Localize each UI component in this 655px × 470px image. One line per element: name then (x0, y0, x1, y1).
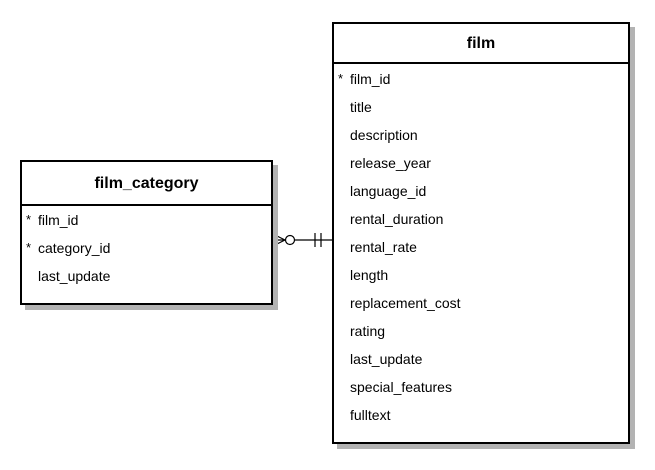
attribute-name: special_features (350, 379, 452, 395)
attribute-name: film_id (350, 71, 391, 87)
attribute-row: special_features (334, 373, 628, 401)
attribute-name: film_id (38, 212, 79, 228)
attribute-row: replacement_cost (334, 289, 628, 317)
film-table-title: film (334, 24, 628, 64)
attribute-name: replacement_cost (350, 295, 461, 311)
attribute-row: description (334, 121, 628, 149)
attribute-name: last_update (38, 268, 111, 284)
attribute-row: title (334, 93, 628, 121)
attribute-row: last_update (22, 262, 271, 290)
attribute-row: rating (334, 317, 628, 345)
attribute-row: last_update (334, 345, 628, 373)
attribute-name: rental_rate (350, 239, 417, 255)
film-table: film * film_id title description release… (332, 22, 630, 444)
attribute-row: release_year (334, 149, 628, 177)
attribute-name: description (350, 127, 418, 143)
exactly-one-icon (314, 233, 322, 247)
zero-optional-icon (284, 234, 296, 246)
crows-foot-many-icon (272, 233, 286, 247)
film-category-table-title: film_category (22, 162, 271, 206)
film-attribute-list: * film_id title description release_year… (334, 65, 628, 429)
attribute-name: fulltext (350, 407, 391, 423)
primary-key-marker: * (338, 71, 344, 86)
attribute-name: release_year (350, 155, 431, 171)
film-category-attribute-list: * film_id * category_id last_update (22, 206, 271, 290)
attribute-name: rating (350, 323, 386, 339)
attribute-name: rental_duration (350, 211, 444, 227)
attribute-name: last_update (350, 351, 423, 367)
attribute-name: length (350, 267, 389, 283)
film-category-table: film_category * film_id * category_id la… (20, 160, 273, 305)
attribute-row: language_id (334, 177, 628, 205)
attribute-name: language_id (350, 183, 427, 199)
attribute-row: length (334, 261, 628, 289)
attribute-row: * category_id (22, 234, 271, 262)
primary-key-marker: * (26, 212, 32, 227)
attribute-name: category_id (38, 240, 111, 256)
attribute-row: rental_rate (334, 233, 628, 261)
attribute-row: * film_id (334, 65, 628, 93)
attribute-row: * film_id (22, 206, 271, 234)
attribute-row: rental_duration (334, 205, 628, 233)
attribute-row: fulltext (334, 401, 628, 429)
attribute-name: title (350, 99, 372, 115)
primary-key-marker: * (26, 240, 32, 255)
